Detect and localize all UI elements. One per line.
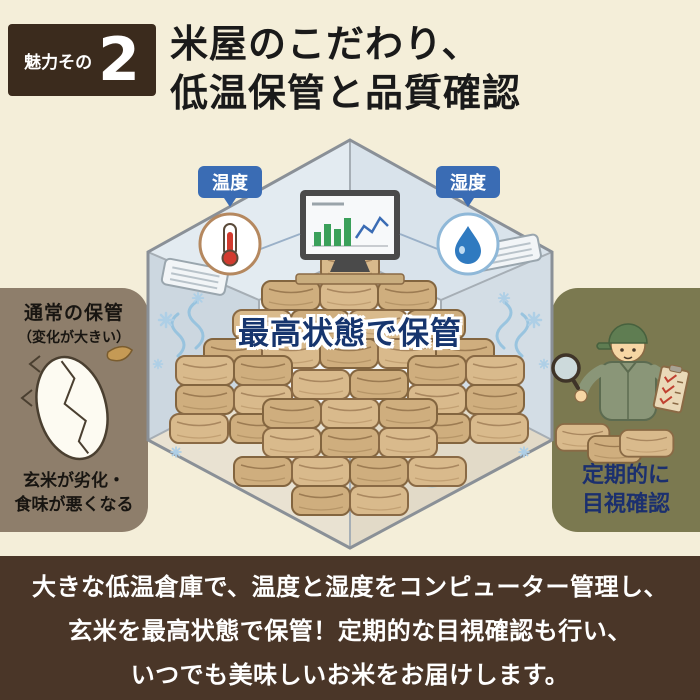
left-panel-caption-line-2: 食味が悪くなる: [14, 495, 134, 516]
thermometer-icon: [198, 198, 262, 276]
page-title: 米屋のこだわり、 低温保管と品質確認: [170, 20, 521, 117]
left-panel-caption: 玄米が劣化・ 食味が悪くなる: [0, 469, 148, 518]
title-line-1: 米屋のこだわり、: [170, 22, 481, 66]
connector-line-left: [257, 233, 301, 251]
footer-line-2: 玄米を最高状態で保管！定期的な目視確認も行い、: [68, 616, 632, 645]
computer-monitor-icon: [295, 190, 405, 285]
droplet-icon: [436, 198, 500, 276]
footer-line-1: 大きな低温倉庫で、温度と湿度をコンピューター管理し、: [31, 572, 669, 601]
title-line-2: 低温保管と品質確認: [170, 70, 522, 115]
ac-unit-right-icon: [473, 232, 543, 273]
left-panel-heading: 通常の保管 （変化が大きい）: [0, 288, 148, 347]
humidity-badge: 湿度: [436, 166, 500, 198]
right-panel-caption-line-2: 目視確認: [581, 492, 670, 518]
right-panel-caption-line-1: 定期的に: [581, 462, 670, 488]
rice-sacks-front: [169, 355, 529, 516]
left-panel: 通常の保管 （変化が大きい） 玄米が劣化・ 食味が悪くなる: [0, 288, 148, 532]
left-panel-caption-line-1: 玄米が劣化・: [23, 470, 125, 491]
connector-line-right: [399, 233, 441, 251]
left-panel-heading-line-2: （変化が大きい）: [18, 330, 130, 346]
right-panel: 定期的に 目視確認: [552, 288, 700, 532]
right-panel-caption: 定期的に 目視確認: [552, 461, 700, 520]
footer-line-3: いつでも美味しいお米をお届けします。: [130, 660, 570, 689]
appeal-badge-prefix: 魅力その: [24, 52, 93, 73]
footer: 大きな低温倉庫で、温度と湿度をコンピューター管理し、 玄米を最高状態で保管！定期…: [0, 556, 700, 700]
ac-unit-left-icon: [160, 257, 230, 297]
storage-caption: 最高状態で保管: [238, 316, 462, 352]
left-panel-heading-line-1: 通常の保管: [23, 302, 124, 324]
temperature-badge: 温度: [198, 166, 262, 198]
appeal-badge: 魅力その 2: [8, 24, 156, 96]
appeal-badge-number: 2: [98, 25, 140, 95]
